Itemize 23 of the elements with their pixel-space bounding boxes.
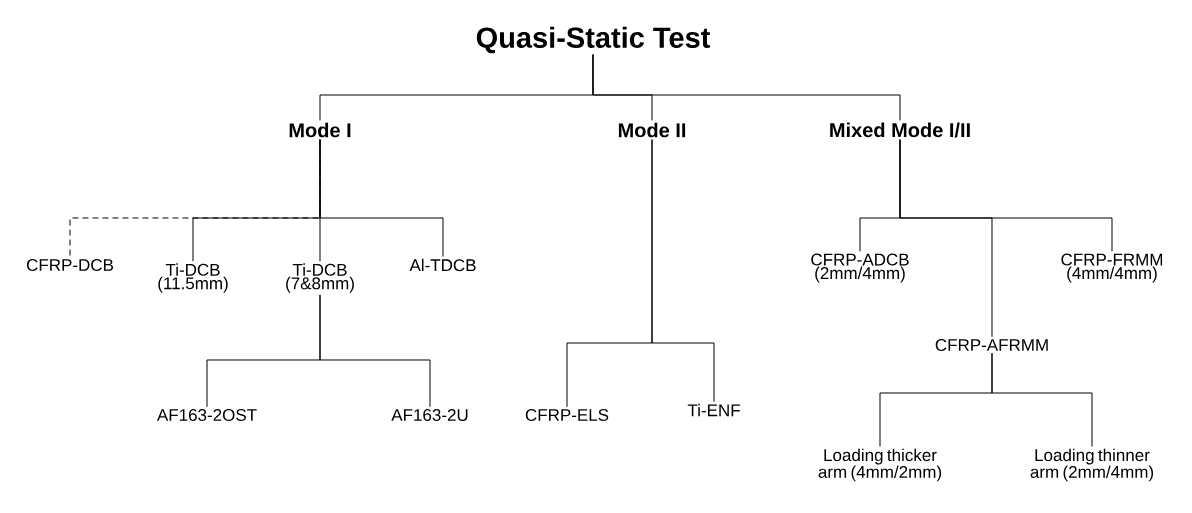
heading: Mixed Mode I/II	[830, 122, 970, 138]
title: Quasi-Static Test	[476, 26, 711, 54]
node-label: CFRP-ELS	[525, 408, 609, 421]
connector	[319, 139, 444, 258]
node-label: CFRP-FRMM (4mm/4mm)	[1061, 253, 1163, 283]
node-label: AF163-2OST	[156, 408, 257, 421]
connector	[899, 139, 993, 338]
connector	[651, 139, 715, 403]
heading: Mode II	[618, 122, 686, 138]
node-label: Loading thicker arm (4mm/2mm)	[818, 448, 942, 482]
node-label: Ti-DCB (7&8mm)	[286, 263, 354, 293]
node-label: Ti-DCB (11.5mm)	[158, 263, 228, 293]
node-label: Ti-ENF	[687, 403, 740, 417]
connector	[592, 54, 901, 121]
node-label: CFRP-AFRMM	[935, 338, 1048, 351]
connector	[319, 294, 431, 408]
connector	[991, 352, 1093, 447]
node-label: CFRP-ADCB (2mm/4mm)	[811, 253, 909, 283]
node-label: Loading thinner arm (2mm/4mm)	[1030, 448, 1154, 482]
heading: Mode I	[289, 122, 351, 138]
node-label: CFRP-DCB	[26, 258, 113, 271]
node-label: Al-TDCB	[409, 258, 476, 272]
node-label: AF163-2U	[391, 408, 468, 421]
